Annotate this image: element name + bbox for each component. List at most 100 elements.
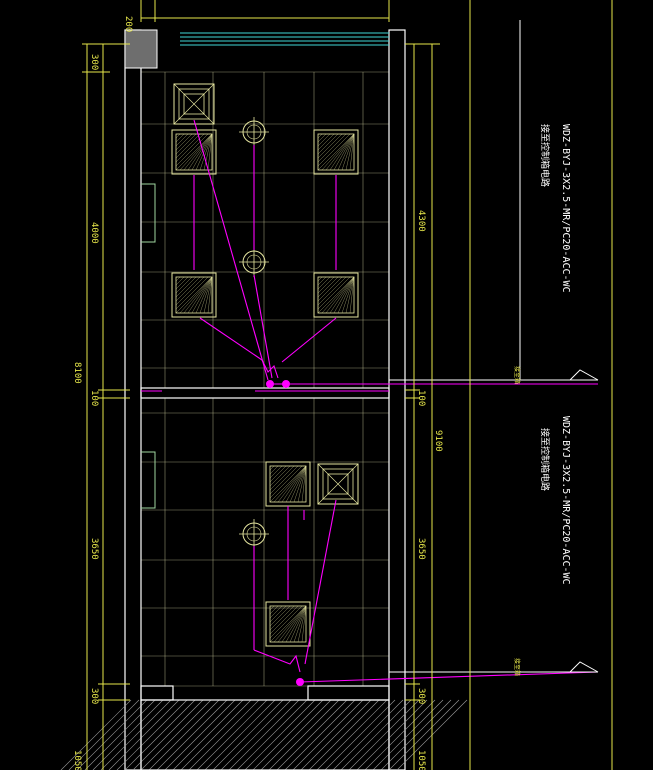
light-hatch — [289, 465, 307, 503]
light-hatch — [317, 133, 331, 147]
panel-light-upper-2 — [313, 129, 359, 175]
light-hatch — [349, 276, 355, 314]
bottom-beam-left — [140, 685, 174, 701]
light-hatch — [325, 276, 355, 314]
light-frame — [313, 129, 359, 175]
fan-diag — [173, 83, 215, 125]
hatch-line — [212, 699, 284, 770]
light-hatch — [317, 276, 351, 310]
light-hatch — [337, 276, 355, 314]
light-hatch — [175, 276, 193, 294]
light-hatch — [269, 605, 291, 627]
light-hatch — [345, 133, 355, 171]
hatch-line — [196, 699, 268, 770]
hatch-line — [292, 699, 364, 770]
downlight-lower-1 — [239, 519, 269, 549]
hatch-line — [244, 699, 316, 770]
light-hatch — [207, 133, 213, 171]
light-hatch — [269, 465, 291, 487]
light-hatch — [207, 276, 213, 314]
dimension-lines — [82, 0, 613, 770]
light-hatch — [269, 465, 287, 483]
light-hatch — [179, 276, 213, 314]
light-hatch — [175, 133, 213, 171]
light-hatch — [269, 465, 295, 491]
dim-left-lower-bottom: 300 — [89, 688, 99, 704]
hatch-line — [388, 699, 460, 770]
panel-light-upper-3 — [171, 272, 217, 318]
light-hatch — [199, 133, 213, 171]
light-hatch — [183, 276, 213, 314]
leader-lines — [389, 20, 599, 673]
dim-left-bottom: 1050 — [72, 750, 82, 770]
corner-column — [124, 29, 158, 69]
light-hatch — [317, 133, 343, 159]
light-inner — [269, 605, 307, 643]
light-hatch — [329, 276, 355, 314]
light-hatch — [187, 133, 213, 171]
hatch-line — [284, 699, 356, 770]
light-hatch — [317, 276, 347, 306]
hatch-line — [236, 699, 308, 770]
junction-dots — [266, 380, 304, 686]
light-inner — [175, 276, 213, 314]
hatch-line — [276, 699, 348, 770]
light-hatch — [293, 605, 307, 643]
light-hatch — [317, 133, 355, 171]
fan-outer — [173, 83, 215, 125]
light-hatch — [281, 605, 307, 643]
hatch-border — [140, 699, 390, 770]
circuit-annotations: WDZ-BYJ-3X2.5-MR/PC20-ACC-WC 接至控制箱电路 WDZ… — [513, 124, 571, 676]
hatch-line — [204, 699, 276, 770]
light-hatch — [175, 133, 201, 159]
hatch-line — [348, 699, 420, 770]
middle-wall — [140, 387, 390, 399]
fan-inner — [327, 473, 349, 495]
dim-right-bottom: 1050 — [416, 750, 426, 770]
light-hatch — [175, 133, 193, 151]
light-hatch — [293, 465, 307, 503]
light-hatch — [317, 133, 347, 163]
light-hatch — [269, 605, 287, 623]
wall-fixtures — [141, 183, 156, 509]
fan-mid — [178, 88, 210, 120]
hatch-line — [84, 699, 156, 770]
light-hatch — [175, 133, 189, 147]
hatch-line — [100, 699, 172, 770]
hatch-line — [116, 699, 188, 770]
hatch-line — [172, 699, 244, 770]
light-hatch — [187, 276, 213, 314]
panel-light-lower-1 — [265, 461, 311, 507]
light-hatch — [199, 276, 213, 314]
hatch-line — [124, 699, 196, 770]
light-hatch — [269, 465, 283, 479]
hatch-line — [300, 699, 372, 770]
lower-wall-fixture — [141, 451, 156, 509]
downlight-upper-1 — [239, 117, 269, 147]
dim-left-mid: 100 — [89, 390, 99, 406]
light-hatch — [349, 133, 355, 171]
dim-right-lower-bottom: 300 — [416, 688, 426, 704]
light-hatch — [317, 133, 335, 151]
light-hatch — [203, 276, 213, 314]
light-hatch — [175, 276, 197, 298]
light-hatch — [317, 133, 351, 167]
hatch-line — [252, 699, 324, 770]
light-hatch — [269, 605, 279, 615]
hatch-line — [76, 699, 148, 770]
downlight-upper-2 — [239, 247, 269, 277]
light-hatch — [321, 276, 355, 314]
light-hatch — [277, 605, 307, 643]
lower-tag: 接至箱 — [513, 658, 521, 676]
hatch-line — [108, 699, 180, 770]
light-hatch — [297, 605, 307, 643]
light-hatch — [329, 133, 355, 171]
light-hatch — [317, 276, 355, 314]
light-hatch — [341, 133, 355, 171]
light-frame — [313, 272, 359, 318]
fan-mid — [322, 468, 354, 500]
light-hatch — [191, 133, 213, 171]
light-hatch — [285, 605, 307, 643]
hatch-line — [132, 699, 204, 770]
upper-wall-fixture — [141, 183, 156, 243]
